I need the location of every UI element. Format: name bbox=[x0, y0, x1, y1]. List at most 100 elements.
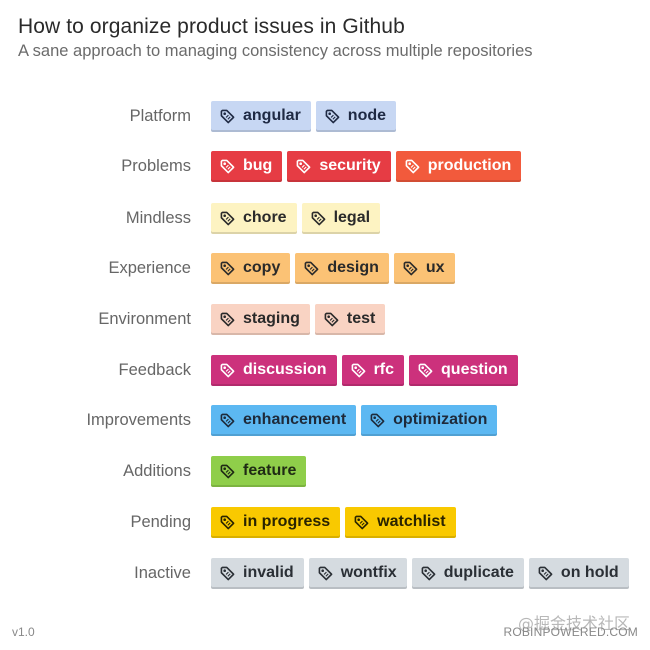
label-group: invalid wontfix duplicate on hold bbox=[211, 556, 629, 590]
tag-icon bbox=[220, 413, 235, 428]
issue-label[interactable]: optimization bbox=[361, 404, 498, 436]
issue-label-text: copy bbox=[243, 259, 281, 276]
issue-label-text: duplicate bbox=[443, 564, 514, 581]
issue-label[interactable]: on hold bbox=[528, 557, 629, 589]
tag-icon bbox=[311, 211, 326, 226]
tag-icon bbox=[220, 363, 235, 378]
category-row: Experience copy design ux bbox=[0, 251, 650, 285]
category-name: Feedback bbox=[118, 361, 191, 379]
issue-label[interactable]: enhancement bbox=[211, 404, 357, 436]
tag-icon bbox=[296, 159, 311, 174]
issue-label-text: on hold bbox=[560, 564, 619, 581]
tag-icon bbox=[403, 261, 418, 276]
label-group: discussion rfc question bbox=[211, 353, 518, 387]
watermark-text: @掘金技术社区 bbox=[517, 614, 630, 633]
category-name: Experience bbox=[108, 259, 191, 277]
tag-icon bbox=[220, 261, 235, 276]
category-name: Pending bbox=[130, 513, 191, 531]
tag-icon bbox=[220, 312, 235, 327]
issue-label[interactable]: feature bbox=[211, 455, 307, 487]
label-group: chore legal bbox=[211, 201, 381, 235]
issue-label-text: test bbox=[346, 310, 376, 327]
issue-label[interactable]: wontfix bbox=[308, 557, 407, 589]
tag-icon bbox=[351, 363, 366, 378]
issue-label-text: in progress bbox=[243, 513, 331, 530]
issue-label-text: feature bbox=[243, 462, 297, 479]
tag-icon bbox=[370, 413, 385, 428]
issue-label-text: security bbox=[319, 157, 381, 174]
issue-label[interactable]: design bbox=[295, 252, 389, 284]
site-url: ROBINPOWERED.COM bbox=[503, 625, 638, 639]
issue-label-text: watchlist bbox=[377, 513, 446, 530]
category-name: Improvements bbox=[86, 411, 191, 429]
tag-icon bbox=[405, 159, 420, 174]
label-group: staging test bbox=[211, 302, 386, 336]
issue-label-text: production bbox=[427, 157, 512, 174]
issue-label-text: angular bbox=[243, 107, 301, 124]
issue-label-text: discussion bbox=[243, 361, 327, 378]
tag-icon bbox=[220, 566, 235, 581]
issue-label[interactable]: security bbox=[287, 150, 391, 182]
issue-label[interactable]: node bbox=[315, 100, 397, 132]
category-name: Platform bbox=[129, 107, 191, 125]
tag-icon bbox=[220, 464, 235, 479]
issue-label[interactable]: watchlist bbox=[345, 506, 456, 538]
issue-label[interactable]: copy bbox=[211, 252, 291, 284]
category-name: Mindless bbox=[125, 209, 191, 227]
tag-icon bbox=[354, 515, 369, 530]
issue-label[interactable]: ux bbox=[393, 252, 455, 284]
page-subtitle: A sane approach to managing consistency … bbox=[18, 42, 533, 60]
version-text: v1.0 bbox=[12, 625, 35, 639]
category-row: Feedback discussion rfc question bbox=[0, 353, 650, 387]
label-group: bug security production bbox=[211, 149, 522, 183]
label-group: in progress watchlist bbox=[211, 505, 456, 539]
tag-icon bbox=[324, 312, 339, 327]
issue-label-text: question bbox=[441, 361, 508, 378]
issue-label[interactable]: test bbox=[314, 303, 386, 335]
category-row: Environment staging test bbox=[0, 302, 650, 336]
tag-icon bbox=[220, 109, 235, 124]
issue-label[interactable]: discussion bbox=[211, 354, 337, 386]
issue-label-text: ux bbox=[425, 259, 445, 276]
issue-label-text: design bbox=[327, 259, 379, 276]
category-name: Additions bbox=[123, 462, 191, 480]
issue-label-text: chore bbox=[243, 209, 287, 226]
tag-icon bbox=[325, 109, 340, 124]
issue-label[interactable]: in progress bbox=[211, 506, 341, 538]
issue-label-text: bug bbox=[243, 157, 273, 174]
page-title: How to organize product issues in Github bbox=[18, 15, 405, 38]
tag-icon bbox=[220, 515, 235, 530]
issue-label-text: wontfix bbox=[340, 564, 397, 581]
issue-label-text: staging bbox=[243, 310, 300, 327]
issue-label[interactable]: production bbox=[395, 150, 522, 182]
issue-label-text: invalid bbox=[243, 564, 294, 581]
tag-icon bbox=[220, 159, 235, 174]
issue-label[interactable]: invalid bbox=[211, 557, 304, 589]
issue-label-text: legal bbox=[333, 209, 371, 226]
tag-icon bbox=[220, 211, 235, 226]
tag-icon bbox=[318, 566, 333, 581]
tag-icon bbox=[538, 566, 553, 581]
tag-icon bbox=[421, 566, 436, 581]
issue-label[interactable]: chore bbox=[211, 202, 297, 234]
issue-label[interactable]: rfc bbox=[341, 354, 405, 386]
label-group: copy design ux bbox=[211, 251, 455, 285]
issue-label-text: node bbox=[347, 107, 387, 124]
issue-label-text: rfc bbox=[373, 361, 395, 378]
category-row: Platform angular node bbox=[0, 99, 650, 133]
issue-label[interactable]: legal bbox=[301, 202, 381, 234]
category-row: Pending in progress watchlist bbox=[0, 505, 650, 539]
category-name: Environment bbox=[98, 310, 191, 328]
issue-label[interactable]: duplicate bbox=[411, 557, 524, 589]
issue-label[interactable]: question bbox=[409, 354, 518, 386]
label-group: angular node bbox=[211, 99, 397, 133]
issue-label[interactable]: angular bbox=[211, 100, 311, 132]
issue-label[interactable]: bug bbox=[211, 150, 283, 182]
tag-icon bbox=[418, 363, 433, 378]
issue-label[interactable]: staging bbox=[211, 303, 310, 335]
